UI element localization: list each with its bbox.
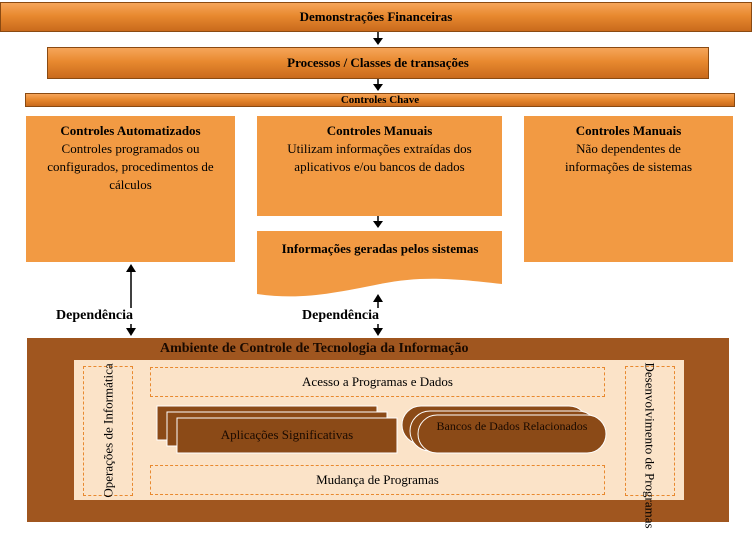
it-environment-title: Ambiente de Controle de Tecnologia da In… <box>160 341 469 356</box>
manual-controls-independent-text: Não dependentes de informações de sistem… <box>564 141 693 174</box>
manual-controls-independent-title: Controles Manuais <box>575 123 682 138</box>
arrow-down-3 <box>373 221 383 228</box>
databases-front-ellipse <box>417 414 607 454</box>
development-panel <box>625 366 675 496</box>
system-info-label: Informações geradas pelos sistemas <box>281 241 479 256</box>
dependency-label-center: Dependência <box>300 308 381 324</box>
program-changes: Mudança de Programas <box>150 465 605 495</box>
dependency-label-left: Dependência <box>54 308 135 324</box>
applications-label: Aplicações Significativas <box>220 427 354 442</box>
automated-controls-text: Controles programados ou configurados, p… <box>47 141 214 192</box>
key-controls-label: Controles Chave <box>340 94 420 106</box>
manual-controls-system-title: Controles Manuais <box>326 123 433 138</box>
key-controls-bar: Controles Chave <box>25 93 735 107</box>
operations-panel <box>83 366 133 496</box>
financial-statements-label: Demonstrações Financeiras <box>299 9 453 24</box>
manual-controls-system-text: Utilizam informações extraídas dos aplic… <box>287 141 472 174</box>
arrow-down-1 <box>373 38 383 45</box>
applications-front-card <box>176 417 398 454</box>
manual-controls-independent-box: Controles Manuais Não dependentes de inf… <box>524 116 733 262</box>
financial-statements-bar: Demonstrações Financeiras <box>0 2 752 32</box>
system-info-document-shape <box>257 231 502 297</box>
processes-label: Processos / Classes de transações <box>287 55 469 70</box>
arrow-down-2 <box>373 84 383 91</box>
automated-controls-title: Controles Automatizados <box>60 123 201 138</box>
dependency-arrow-up-left <box>126 264 136 272</box>
dependency-arrow-up-center <box>373 294 383 302</box>
system-info-text-box: Informações geradas pelos sistemas <box>270 240 490 258</box>
processes-bar: Processos / Classes de transações <box>47 47 709 79</box>
dependency-arrow-down-center <box>373 328 383 336</box>
access-programs-data: Acesso a Programas e Dados <box>150 367 605 397</box>
dependency-arrow-down-left <box>126 328 136 336</box>
automated-controls-box: Controles Automatizados Controles progra… <box>26 116 235 262</box>
manual-controls-system-box: Controles Manuais Utilizam informações e… <box>257 116 502 216</box>
databases-label: Bancos de Dados Relacionados <box>436 419 588 433</box>
